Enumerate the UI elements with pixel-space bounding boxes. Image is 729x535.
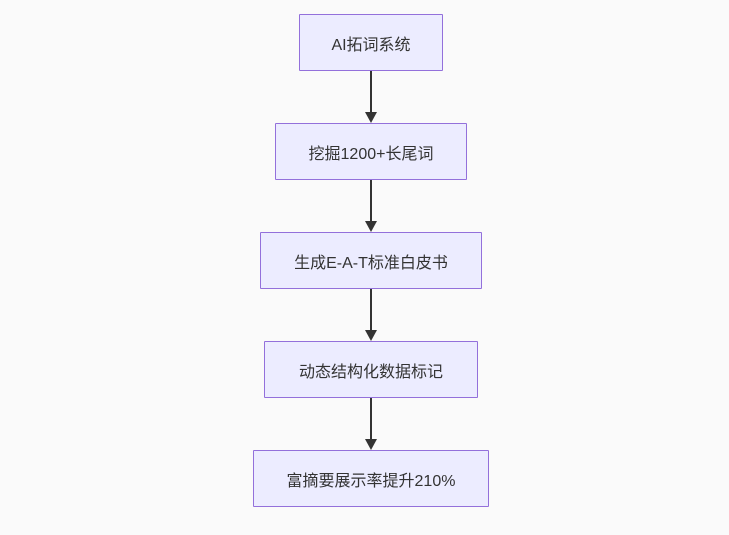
arrow-line [370, 289, 372, 335]
flow-node-label: AI拓词系统 [331, 36, 411, 54]
arrow-line [370, 71, 372, 117]
flowchart: AI拓词系统 挖掘1200+长尾词 生成E-A-T标准白皮书 动态结构化数据标记 [253, 14, 489, 507]
flow-node-eat-whitepaper: 生成E-A-T标准白皮书 [260, 232, 482, 289]
arrow-line [370, 398, 372, 444]
arrow-head-icon [365, 221, 377, 232]
flow-edge-4-5 [365, 398, 377, 450]
flow-edge-3-4 [365, 289, 377, 341]
flow-node-label: 挖掘1200+长尾词 [308, 145, 434, 163]
arrow-head-icon [365, 112, 377, 123]
flow-node-longtail-mining: 挖掘1200+长尾词 [275, 123, 467, 180]
flow-node-ai-keyword-system: AI拓词系统 [299, 14, 443, 71]
flow-node-label: 富摘要展示率提升210% [286, 472, 456, 490]
arrow-head-icon [365, 439, 377, 450]
flow-node-rich-snippet-result: 富摘要展示率提升210% [253, 450, 489, 507]
arrow-head-icon [365, 330, 377, 341]
flow-edge-1-2 [365, 71, 377, 123]
flow-node-label: 动态结构化数据标记 [298, 363, 443, 381]
flow-node-label: 生成E-A-T标准白皮书 [294, 254, 448, 272]
flow-node-structured-data-markup: 动态结构化数据标记 [264, 341, 478, 398]
flow-edge-2-3 [365, 180, 377, 232]
arrow-line [370, 180, 372, 226]
